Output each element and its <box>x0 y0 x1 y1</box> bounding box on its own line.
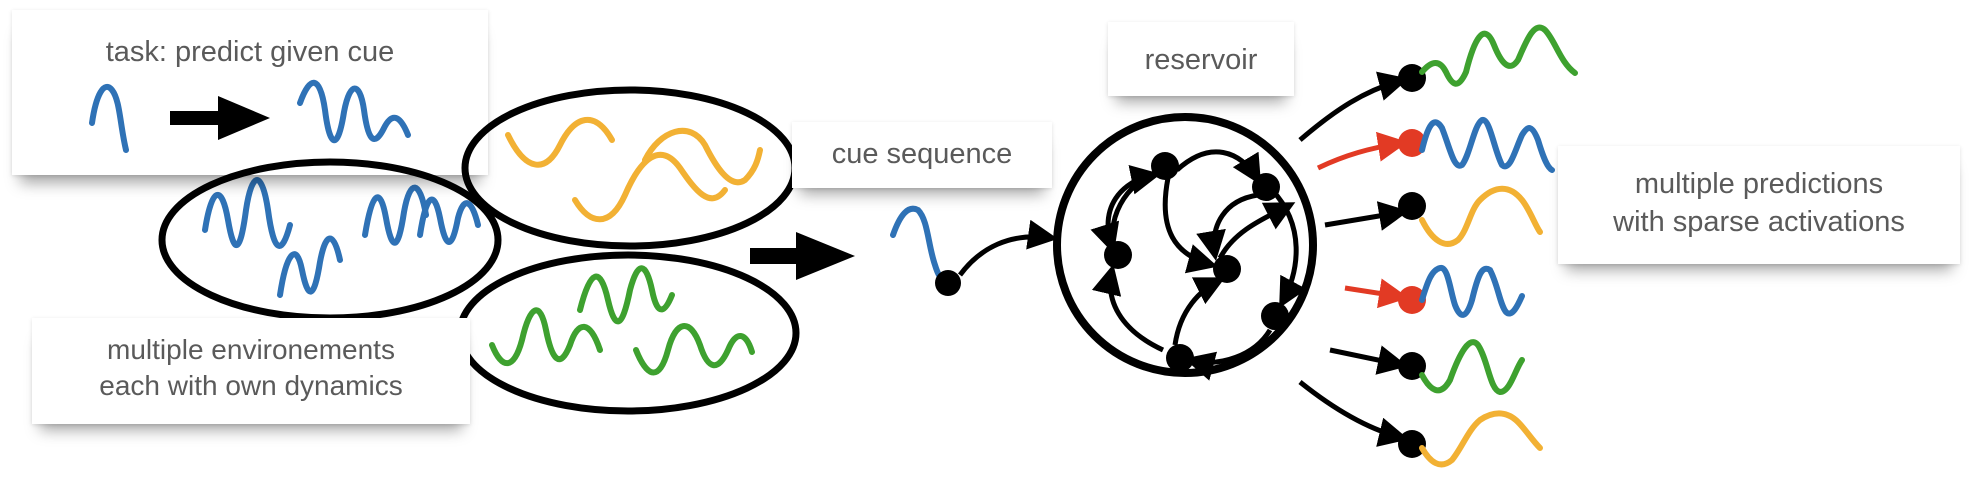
reservoir-node <box>1166 344 1194 372</box>
task-predicted-wave <box>297 79 411 144</box>
output-wave-4 <box>1419 265 1525 318</box>
task-arrow-head <box>218 96 270 140</box>
environment-green-ellipse <box>456 251 800 415</box>
reservoir-connections <box>1090 149 1307 381</box>
cue-sequence-label: cue sequence <box>792 122 1052 188</box>
cue-input-node <box>935 270 961 296</box>
task-illustration <box>89 79 411 153</box>
output-node-6 <box>1398 430 1426 458</box>
reservoir-node <box>1213 255 1241 283</box>
reservoir-node <box>1104 241 1132 269</box>
task-label-text: task: predict given cue <box>105 36 395 68</box>
output-nodes <box>1398 64 1426 458</box>
environments-label-line-2: each with own dynamics <box>99 370 403 402</box>
reservoir-node <box>1252 173 1280 201</box>
environment-orange-ellipse <box>461 86 799 250</box>
output-wave-5 <box>1419 339 1525 396</box>
output-prediction-waves <box>1419 24 1578 468</box>
environment-arrow-head <box>796 232 855 280</box>
reservoir-nodes <box>1104 152 1289 372</box>
cue-sequence-label-text: cue sequence <box>831 138 1013 170</box>
output-connections <box>1298 71 1409 447</box>
environment-orange-waves <box>505 117 763 223</box>
cue-sequence-wave <box>890 205 948 285</box>
output-node-1 <box>1398 64 1426 92</box>
reservoir-label-text: reservoir <box>1144 44 1258 76</box>
task-label: task: predict given cue <box>12 10 488 104</box>
predictions-label-line-2: with sparse activations <box>1613 205 1905 238</box>
output-node-3 <box>1398 192 1426 220</box>
environments-label-line-1: multiple environements <box>107 334 395 365</box>
predictions-label: multiple predictions with sparse activat… <box>1558 146 1960 264</box>
output-node-4-active <box>1398 286 1426 314</box>
reservoir-label: reservoir <box>1108 22 1294 96</box>
task-cue-wave <box>89 84 129 153</box>
output-wave-2 <box>1419 117 1555 173</box>
output-wave-6 <box>1419 410 1543 468</box>
environments-label: multiple environements each with own dyn… <box>32 318 470 424</box>
output-wave-1 <box>1419 24 1578 87</box>
task-arrow-shaft <box>170 111 220 125</box>
predictions-label-line-1: multiple predictions <box>1634 168 1884 200</box>
environment-blue-waves <box>202 177 481 298</box>
reservoir-node <box>1151 152 1179 180</box>
reservoir-circle <box>1053 113 1317 377</box>
environment-arrow-shaft <box>750 248 798 264</box>
cue-to-reservoir-arrow <box>957 219 1058 277</box>
environment-green-waves <box>489 265 755 376</box>
output-wave-3 <box>1419 185 1543 247</box>
reservoir-node <box>1261 302 1289 330</box>
output-node-5 <box>1398 352 1426 380</box>
